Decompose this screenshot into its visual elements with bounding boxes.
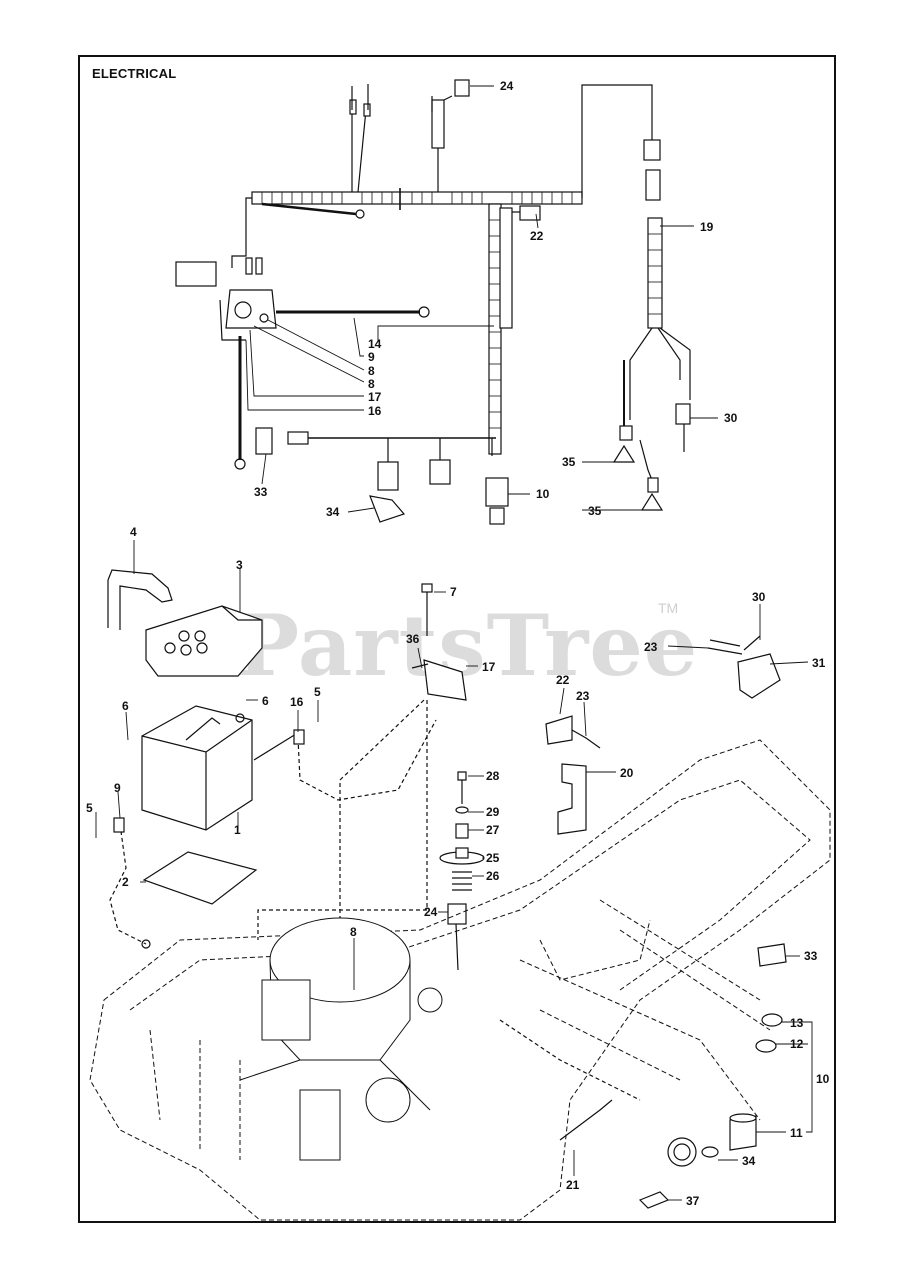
part-11-knob (729, 1113, 757, 1151)
part-17-36-solenoid-lower (257, 659, 467, 960)
callout-17: 17 (482, 660, 496, 674)
lower-harness (255, 427, 509, 525)
callout-9: 9 (368, 350, 375, 364)
engine (239, 917, 443, 1161)
leader-lines (95, 85, 813, 1201)
callout-5: 5 (314, 685, 321, 699)
part-7-bolt (421, 583, 433, 636)
part-4-bracket (107, 569, 173, 630)
callout-35: 35 (562, 455, 576, 469)
callout-3: 3 (236, 558, 243, 572)
callout-25: 25 (486, 851, 500, 865)
callout-labels: 24 19 22 14 9 8 8 17 16 30 35 33 10 34 3… (86, 79, 830, 1208)
diagram-title: ELECTRICAL (92, 66, 177, 81)
part-30-switch (675, 403, 691, 452)
callout-10: 10 (536, 487, 550, 501)
callout-17: 17 (368, 390, 382, 404)
callout-8: 8 (368, 377, 375, 391)
callout-33: 33 (804, 949, 818, 963)
callout-28: 28 (486, 769, 500, 783)
callout-22: 22 (556, 673, 570, 687)
part-2-mat (142, 851, 258, 905)
diagram-frame (78, 55, 836, 1223)
callout-36: 36 (406, 632, 420, 646)
part-22-relay-middle (545, 715, 601, 749)
callout-8: 8 (350, 925, 357, 939)
trademark-mark: TM (658, 600, 679, 616)
callout-21: 21 (566, 1178, 580, 1192)
part-3-battery-cover (145, 605, 263, 677)
callout-9: 9 (114, 781, 121, 795)
callout-23: 23 (576, 689, 590, 703)
callout-1: 1 (234, 823, 241, 837)
wiring-harness-main (231, 84, 653, 455)
part-31-bracket (707, 635, 781, 699)
callout-24: 24 (424, 905, 438, 919)
callout-13: 13 (790, 1016, 804, 1030)
part-1-battery (141, 705, 253, 831)
part-19-harness (623, 139, 691, 481)
callout-31: 31 (812, 656, 826, 670)
callout-20: 20 (620, 766, 634, 780)
callout-4: 4 (130, 525, 137, 539)
callout-35: 35 (588, 504, 602, 518)
callout-2: 2 (122, 875, 129, 889)
watermark: PartsTree (236, 596, 699, 695)
callout-37: 37 (686, 1194, 700, 1208)
part-34-gauge (667, 1137, 719, 1167)
part-stack-25-29 (439, 771, 485, 891)
callout-14: 14 (368, 337, 382, 351)
callout-6: 6 (122, 699, 129, 713)
part-21-cable (499, 1019, 641, 1141)
part-24-switch-top (431, 79, 470, 112)
callout-22: 22 (530, 229, 544, 243)
battery-cables (109, 719, 437, 949)
callout-11: 11 (790, 1126, 803, 1140)
part-12-13-washers (755, 1013, 783, 1053)
callout-6: 6 (262, 694, 269, 708)
callout-34: 34 (326, 505, 340, 519)
callout-30: 30 (752, 590, 766, 604)
part-35-connectors (612, 425, 664, 511)
part-33-switch-right (757, 943, 787, 967)
callout-23: 23 (644, 640, 658, 654)
callout-10: 10 (816, 1072, 830, 1086)
callout-24: 24 (500, 79, 514, 93)
callout-12: 12 (790, 1037, 804, 1051)
part-22-relay-top (512, 205, 541, 221)
callout-34: 34 (742, 1154, 756, 1168)
part-20-clip (557, 763, 587, 835)
callout-33: 33 (254, 485, 268, 499)
part-37-fuse (638, 1191, 670, 1209)
part-24-switch-lower (447, 903, 467, 971)
callout-27: 27 (486, 823, 500, 837)
callout-5: 5 (86, 801, 93, 815)
solenoid-assembly (175, 257, 430, 470)
mower-frame (89, 739, 831, 1221)
callout-7: 7 (450, 585, 457, 599)
callout-16: 16 (368, 404, 382, 418)
callout-26: 26 (486, 869, 500, 883)
callout-16: 16 (290, 695, 304, 709)
callout-30: 30 (724, 411, 738, 425)
callout-29: 29 (486, 805, 500, 819)
callout-8: 8 (368, 364, 375, 378)
callout-19: 19 (700, 220, 714, 234)
